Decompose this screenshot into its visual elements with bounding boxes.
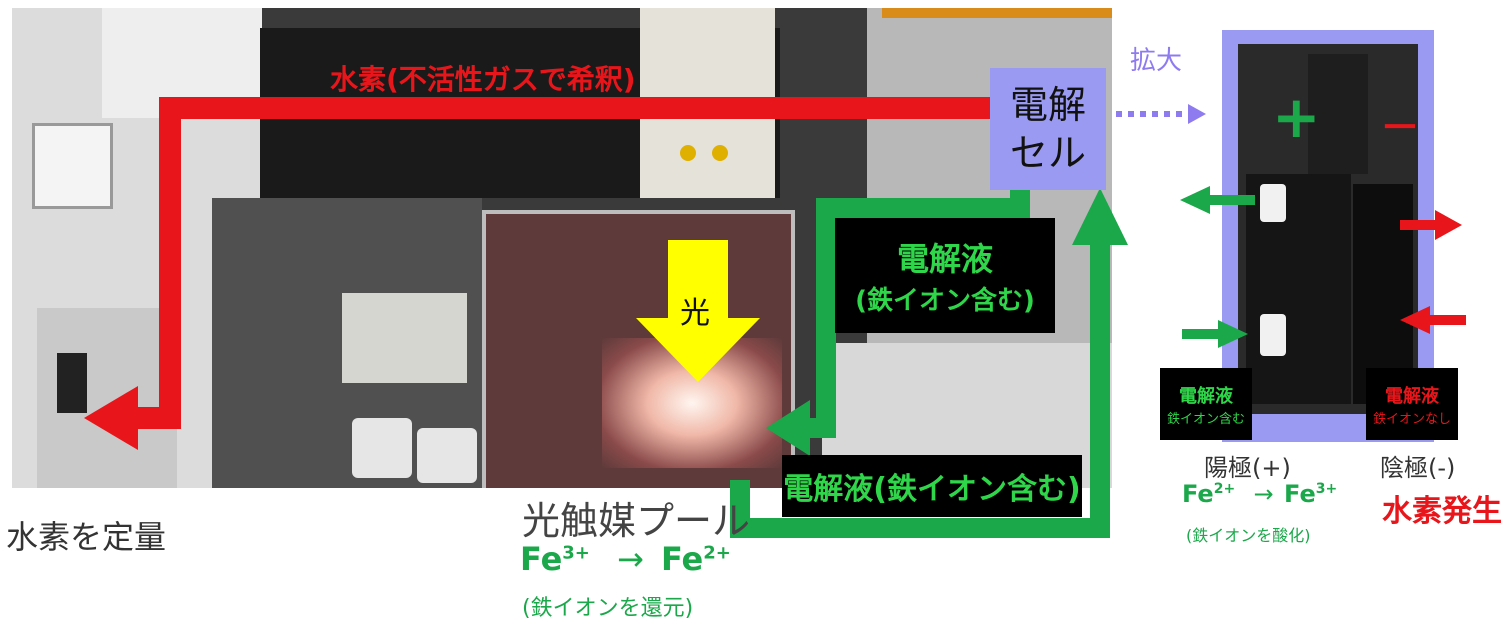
anode-electrolyte-line1: 電解液 [1179,385,1233,407]
light-label: 光 [680,296,710,331]
anode-electrolyte-line2: 鉄イオン含む [1166,411,1245,427]
anode-reaction-to: Fe [1284,480,1316,508]
hydrogen-line-label: 水素(不活性ガスで希釈) [330,63,636,96]
electrolyte-label-lower: 電解液(鉄イオン含む) [783,472,1081,507]
pool-reaction-arrow: → [617,540,644,578]
fitting-top [1260,184,1286,222]
plus-sign: + [1272,83,1321,151]
electrolyte-up-arrowhead [1072,188,1128,245]
cathode-product-label: 水素発生 [1382,494,1502,529]
electrolyte-label-box-lower: 電解液(鉄イオン含む) [782,455,1082,517]
anode-inflow-arrowhead [1218,320,1248,348]
anode-reaction-from-charge: 2+ [1213,481,1236,497]
pool-reaction-to-charge: 2+ [703,542,731,564]
cathode-electrolyte-line1: 電解液 [1385,385,1439,407]
cell-label-line2: セル [1009,131,1086,175]
minus-sign: － [1380,105,1420,151]
photocatalyst-pool-label: 光触媒プール [522,499,751,543]
cathode-label: 陰極(-) [1380,454,1456,482]
cell-label-line1: 電解 [1009,83,1086,127]
indicator-lamp [712,145,728,161]
zoom-label: 拡大 [1130,46,1183,76]
zoom-arrowhead [1188,104,1206,124]
hydrogen-flow-line [130,97,990,429]
electrolyte-left-arrowhead [766,400,810,456]
anode-reaction-to-charge: 3+ [1315,481,1338,497]
analyzer-screen [57,353,87,413]
power-supply [342,293,467,383]
anode-electrolyte-label: 電解液 鉄イオン含む [1160,368,1252,440]
zoomed-cell-photo [1238,44,1418,414]
electrolyte-return-line [730,235,1110,538]
electrode-lead [1308,54,1368,174]
stirrer-1 [352,418,412,478]
electrolyte-feed-line [800,172,1030,438]
monitor [32,123,113,209]
cathode-electrolyte-line2: 鉄イオンなし [1372,411,1451,427]
light-arrow [636,240,760,382]
orange-shelf [882,8,1112,18]
cathode-electrolyte-label: 電解液 鉄イオンなし [1366,368,1458,440]
pool-reaction: Fe3+ → Fe2+ [520,540,731,578]
electrolyte-label-box: 電解液 (鉄イオン含む) [835,218,1055,333]
anode-reaction-note: (鉄イオンを酸化) [1186,526,1311,545]
electrolysis-cell-box: 電解 セル [990,68,1106,190]
pool-reaction-from: Fe [520,540,563,578]
anode-reaction-from: Fe [1182,480,1214,508]
anode-reaction: Fe2+ → Fe3+ [1182,480,1337,508]
quantify-hydrogen-label: 水素を定量 [6,518,167,556]
anode-outflow-arrowhead [1180,186,1210,214]
cathode-outflow-arrowhead [1435,210,1462,240]
electrolyte-label-line2: (鉄イオン含む) [855,286,1035,316]
anode-label: 陽極(+) [1204,454,1291,482]
stirrer-2 [417,428,477,483]
indicator-lamp [680,145,696,161]
cathode-inflow-arrowhead [1400,306,1430,334]
hydrogen-arrowhead [84,386,138,450]
anode-reaction-arrow: → [1253,480,1274,508]
fitting-bottom [1260,314,1286,356]
electrolyte-label-line1: 電解液 [896,240,993,278]
pool-reaction-from-charge: 3+ [562,542,590,564]
pool-reaction-to: Fe [660,540,704,578]
